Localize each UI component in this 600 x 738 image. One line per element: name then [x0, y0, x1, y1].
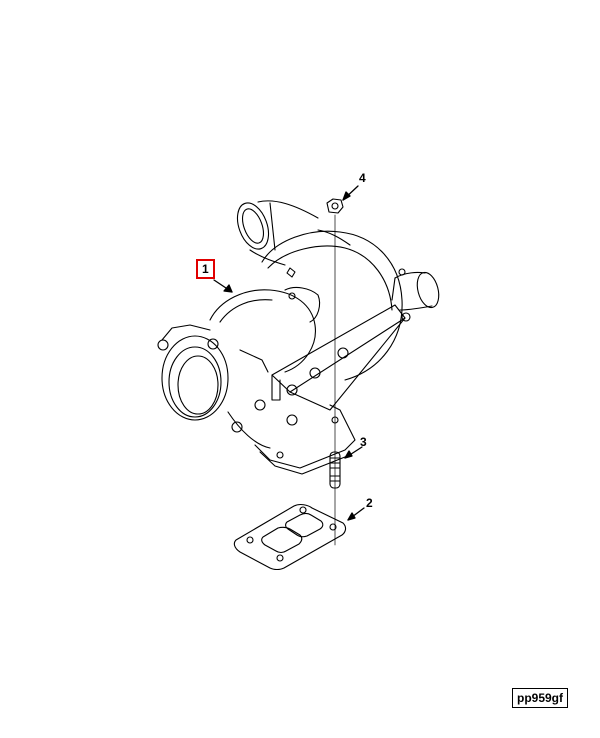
- turbine-housing: [157, 289, 316, 449]
- compressor-outlet: [236, 200, 319, 266]
- wastegate-actuator: [391, 268, 440, 322]
- callout-2[interactable]: 2: [366, 496, 373, 510]
- compressor-housing: [261, 229, 403, 381]
- gasket-part: [233, 503, 347, 571]
- bracket-arm: [271, 304, 406, 411]
- callout-3[interactable]: 3: [360, 435, 367, 449]
- center-housing: [284, 286, 321, 323]
- figure-reference-id: pp959gf: [512, 688, 569, 708]
- stud-part: [329, 451, 341, 489]
- leader-arrows: [213, 185, 365, 521]
- nut-part: [326, 198, 344, 214]
- callout-1[interactable]: 1: [196, 259, 215, 279]
- callout-4[interactable]: 4: [359, 171, 366, 185]
